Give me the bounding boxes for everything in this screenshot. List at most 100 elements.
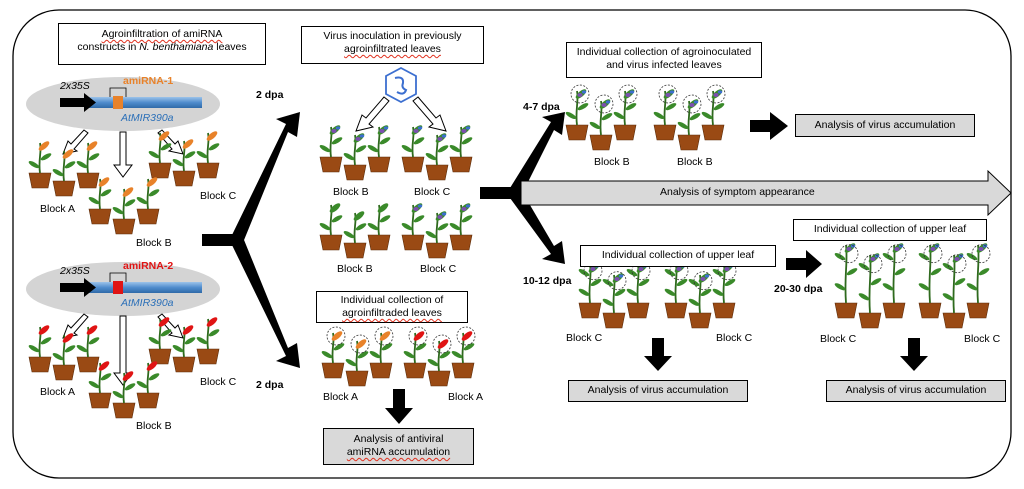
- plant-icon: [148, 131, 172, 179]
- plant-icon: [882, 243, 907, 319]
- plant-icon: [613, 84, 638, 141]
- mid-block-b-label-2: Block B: [337, 263, 373, 275]
- pot-icon: [369, 362, 393, 379]
- pot-icon: [918, 302, 942, 319]
- plant-icon: [427, 334, 452, 387]
- pot-icon: [196, 162, 220, 179]
- plant-groups: [28, 84, 991, 419]
- pot-icon: [319, 234, 343, 251]
- plant-icon: [451, 326, 476, 379]
- antiviral-line-2: amiRNA accumulation: [346, 446, 451, 458]
- pot-icon: [565, 124, 589, 141]
- plant-icon: [343, 211, 367, 259]
- far-block-c-label-2: Block C: [964, 333, 1001, 345]
- amirna-1-insert: [113, 96, 123, 109]
- plant-icon: [369, 326, 394, 379]
- plant-icon: [403, 326, 428, 379]
- virus-inoc-line-2: agroinfiltrated leaves: [344, 43, 441, 55]
- pot-icon: [136, 208, 160, 225]
- virus-icon: [385, 66, 417, 104]
- pot-icon: [172, 356, 196, 373]
- amirna-2-label: amiRNA-2: [123, 260, 174, 272]
- plant-icon: [52, 149, 76, 197]
- pot-icon: [449, 156, 473, 173]
- far-block-c-label-1: Block C: [820, 333, 857, 345]
- plant-icon: [319, 203, 343, 251]
- block-b-label-2: Block B: [136, 420, 172, 432]
- virus-acc-right-label: Analysis of virus accumulation: [845, 384, 987, 396]
- coll-upper-2-label: Individual collection of upper leaf: [813, 223, 967, 235]
- plant-icon: [196, 317, 220, 365]
- pot-icon: [653, 124, 677, 141]
- virus-acc-top-label: Analysis of virus accumulation: [814, 119, 956, 131]
- pot-icon: [321, 362, 345, 379]
- plant-icon: [602, 271, 627, 329]
- pot-icon: [966, 302, 990, 319]
- plant-icon: [343, 133, 367, 181]
- virus-inoculation-box: Virus inoculation in previously agroinfi…: [301, 26, 484, 64]
- pot-icon: [28, 172, 52, 189]
- pot-icon: [882, 302, 906, 319]
- coll-infected-text-1: Individual collection of agroinoculated: [576, 46, 752, 58]
- amirna-1-label: amiRNA-1: [123, 75, 174, 87]
- collection-infected-box: Individual collection of agroinoculated …: [566, 42, 762, 78]
- dpa-label-10-12: 10-12 dpa: [523, 275, 572, 287]
- mid-block-b-label-1: Block B: [333, 186, 369, 198]
- pot-icon: [345, 370, 369, 387]
- pot-icon: [858, 312, 882, 329]
- plant-icon: [76, 141, 100, 189]
- block-a-label-1: Block A: [40, 203, 76, 215]
- plant-icon: [664, 261, 689, 319]
- pot-icon: [76, 172, 100, 189]
- pot-icon: [613, 124, 637, 141]
- collection-upper-leaf-box-1: Individual collection of upper leaf: [580, 245, 776, 267]
- pot-icon: [942, 312, 966, 329]
- right-block-b-label-2: Block B: [677, 156, 713, 168]
- plant-icon: [321, 326, 346, 379]
- agro-title-line-1: Agroinfiltration of amiRNA: [101, 28, 223, 40]
- plant-icon: [401, 125, 425, 173]
- virus-acc-mid-label: Analysis of virus accumulation: [587, 384, 729, 396]
- plant-icon: [172, 139, 196, 187]
- pot-icon: [451, 362, 475, 379]
- pot-icon: [88, 392, 112, 409]
- plant-icon: [653, 84, 678, 141]
- plant-icon: [367, 203, 391, 251]
- bottom-block-a-label-1: Block A: [323, 391, 359, 403]
- dpa-label-4-7: 4-7 dpa: [523, 101, 560, 113]
- down-arrow: [900, 338, 928, 371]
- pot-icon: [425, 164, 449, 181]
- pot-icon: [28, 356, 52, 373]
- pot-icon: [712, 302, 736, 319]
- mid-block-c-label-1: Block C: [414, 186, 451, 198]
- pot-icon: [425, 242, 449, 259]
- plant-icon: [677, 94, 702, 151]
- pot-icon: [578, 302, 602, 319]
- pot-icon: [664, 302, 688, 319]
- pot-icon: [88, 208, 112, 225]
- coll-agro-line-2: agroinfiltraded leaves: [342, 307, 442, 319]
- plant-icon: [345, 334, 370, 387]
- dpa-label-2-top: 2 dpa: [256, 89, 284, 101]
- construct-2: [60, 272, 202, 297]
- plant-icon: [28, 141, 52, 189]
- pot-icon: [343, 164, 367, 181]
- plant-icon: [701, 84, 726, 141]
- dpa-label-2-bottom: 2 dpa: [256, 379, 284, 391]
- plant-icon: [425, 211, 449, 259]
- plant-icon: [196, 131, 220, 179]
- plant-icon: [112, 187, 136, 235]
- pot-icon: [136, 392, 160, 409]
- hollow-arrow: [412, 96, 447, 132]
- plant-icon: [367, 125, 391, 173]
- pot-icon: [401, 156, 425, 173]
- pot-icon: [401, 234, 425, 251]
- plant-icon: [136, 177, 160, 225]
- plant-icon: [76, 325, 100, 373]
- plant-icon: [52, 333, 76, 381]
- block-c-label-1: Block C: [200, 190, 237, 202]
- virus-accumulation-box-right: Analysis of virus accumulation: [826, 380, 1006, 402]
- pot-icon: [76, 356, 100, 373]
- construct-1: [60, 87, 202, 112]
